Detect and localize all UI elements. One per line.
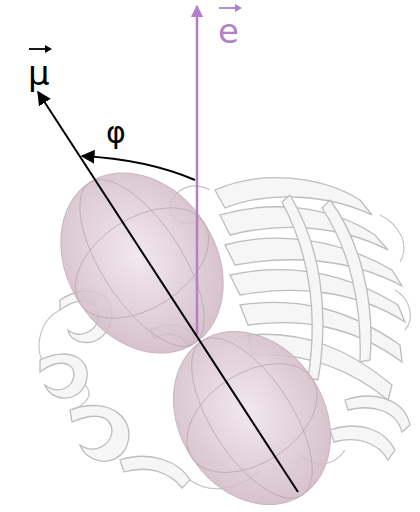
field-label: e bbox=[218, 14, 239, 48]
dipole-lobes bbox=[28, 142, 363, 512]
dipole-vector bbox=[38, 92, 298, 492]
field-vector bbox=[196, 6, 199, 335]
dipole-label: μ bbox=[28, 56, 50, 90]
vector-accents bbox=[29, 4, 242, 53]
angle-label: φ bbox=[106, 118, 126, 148]
angle-arc bbox=[82, 156, 195, 180]
